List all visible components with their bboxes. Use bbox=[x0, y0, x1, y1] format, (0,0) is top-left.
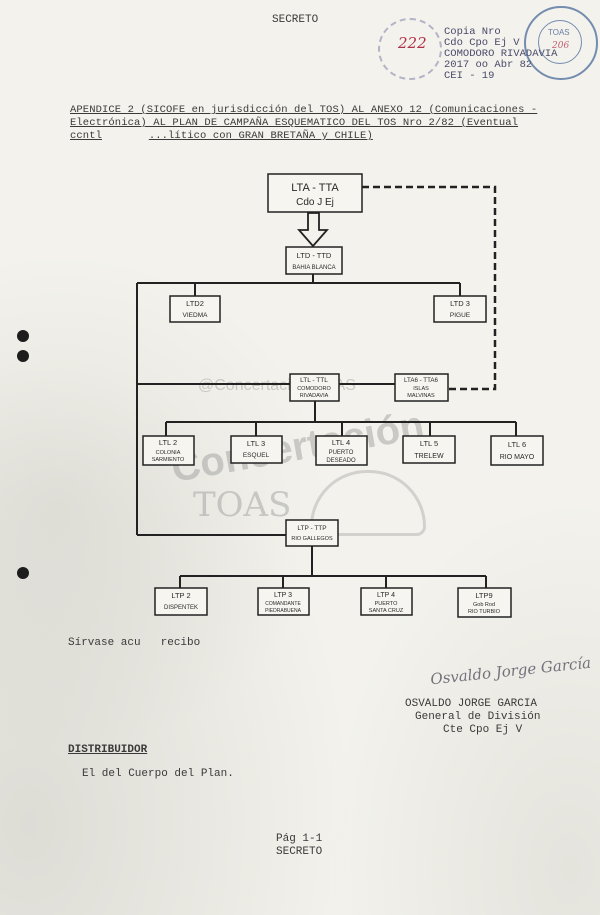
node-label: LTL 3 bbox=[247, 439, 265, 448]
stamp-city: COMODORO RIVADAVIA bbox=[444, 48, 558, 60]
node-label: PUERTO bbox=[329, 450, 354, 456]
footer-classification: SECRETO bbox=[276, 846, 323, 858]
node-label: ISLAS bbox=[413, 386, 429, 392]
node-label: COLONIA bbox=[156, 450, 181, 456]
header-classification: SECRETO bbox=[272, 14, 319, 26]
node-label: DESEADO bbox=[326, 458, 356, 464]
node-label: SANTA CRUZ bbox=[369, 608, 404, 614]
stamp-copy-number: Copia Nro bbox=[444, 26, 501, 38]
node-label: BAHIA BLANCA bbox=[292, 265, 335, 271]
arrow-down-icon bbox=[297, 212, 329, 248]
node-label: Gob Rod bbox=[473, 602, 495, 608]
node-label: PIGUE bbox=[450, 312, 471, 319]
punch-hole bbox=[17, 350, 29, 362]
node-label: LTA - TTA bbox=[291, 182, 339, 194]
punch-hole bbox=[17, 330, 29, 342]
box-ltl4 bbox=[315, 435, 368, 466]
node-label: LTP 3 bbox=[274, 592, 292, 599]
node-label: LTL 4 bbox=[332, 438, 350, 447]
distribution-line: El del Cuerpo del Plan. bbox=[82, 768, 234, 780]
node-label: LTL 6 bbox=[508, 440, 526, 449]
node-label: RIO TURBIO bbox=[468, 609, 501, 615]
node-label: Cdo J Ej bbox=[296, 197, 334, 208]
node-label: LTL 5 bbox=[420, 439, 438, 448]
node-label: LTA6 - TTA6 bbox=[404, 377, 438, 384]
node-label: LTL 2 bbox=[159, 438, 177, 447]
node-label: PIEDRABUENA bbox=[265, 608, 302, 614]
stamp-date: 2017 oo Abr 82 bbox=[444, 59, 533, 71]
box-lta6 bbox=[394, 373, 449, 402]
node-label: LTP 4 bbox=[377, 592, 395, 599]
box-ltp3 bbox=[257, 587, 310, 616]
box-lta-tta bbox=[267, 173, 363, 213]
box-ltd-ttd bbox=[285, 246, 343, 275]
page-number: Pág 1-1 bbox=[276, 833, 323, 845]
signer-rank: General de División bbox=[415, 711, 541, 723]
distribution-title: DISTRIBUIDOR bbox=[68, 744, 148, 756]
node-label: SARMIENTO bbox=[152, 457, 185, 463]
node-label: LTP9 bbox=[475, 591, 492, 600]
heading-line-3: ccntl ...lítico con GRAN BRETAÑA y CHILE… bbox=[70, 130, 373, 142]
node-label: LTD2 bbox=[186, 299, 204, 308]
box-ltp4 bbox=[360, 587, 413, 616]
node-label: LTP - TTP bbox=[297, 525, 326, 532]
box-ltl6 bbox=[490, 435, 544, 466]
punch-hole bbox=[17, 567, 29, 579]
node-label: ESQUEL bbox=[243, 452, 270, 459]
node-label: MALVINAS bbox=[407, 393, 435, 399]
node-label: PUERTO bbox=[375, 601, 398, 607]
box-ltl5 bbox=[402, 435, 456, 464]
box-ltp9 bbox=[457, 587, 512, 618]
signer-post: Cte Cpo Ej V bbox=[443, 724, 523, 736]
node-label: TRELEW bbox=[414, 453, 444, 460]
node-label: RIVADAVIA bbox=[300, 393, 329, 399]
round-stamp bbox=[378, 18, 442, 80]
node-label: RIO GALLEGOS bbox=[291, 536, 333, 542]
heading-line-1: APENDICE 2 (SICOFE en jurisdicción del T… bbox=[70, 104, 538, 116]
node-label: DISPENTEK bbox=[164, 605, 198, 611]
watermark-toas: TOAS bbox=[193, 485, 292, 525]
box-ltd3 bbox=[433, 295, 487, 323]
seal-icon: TOAS 206 bbox=[524, 6, 598, 80]
box-ltl2 bbox=[142, 435, 195, 466]
stamp-reference: CEI - 19 bbox=[444, 70, 495, 82]
heading-line-2: Electrónica) AL PLAN DE CAMPAÑA ESQUEMAT… bbox=[70, 117, 519, 129]
box-ltd2 bbox=[169, 295, 221, 323]
node-label: LTD - TTD bbox=[297, 251, 332, 260]
node-label: COMODORO bbox=[297, 386, 331, 392]
stamp-command: Cdo Cpo Ej V bbox=[444, 37, 520, 49]
signer-name: OSVALDO JORGE GARCIA bbox=[405, 698, 538, 710]
handwritten-number: 222 bbox=[398, 34, 427, 52]
node-label: LTD 3 bbox=[450, 299, 470, 308]
node-label: VIEDMA bbox=[183, 312, 209, 319]
box-ltp2 bbox=[154, 587, 208, 616]
box-ltl-ttl bbox=[289, 373, 340, 402]
box-ltl3 bbox=[230, 435, 283, 464]
node-label: LTL - TTL bbox=[300, 377, 328, 384]
node-label: LTP 2 bbox=[171, 591, 190, 600]
node-label: COMANDANTE bbox=[265, 601, 301, 607]
box-ltp-ttp bbox=[285, 519, 339, 547]
node-label: RIO MAYO bbox=[500, 454, 535, 461]
